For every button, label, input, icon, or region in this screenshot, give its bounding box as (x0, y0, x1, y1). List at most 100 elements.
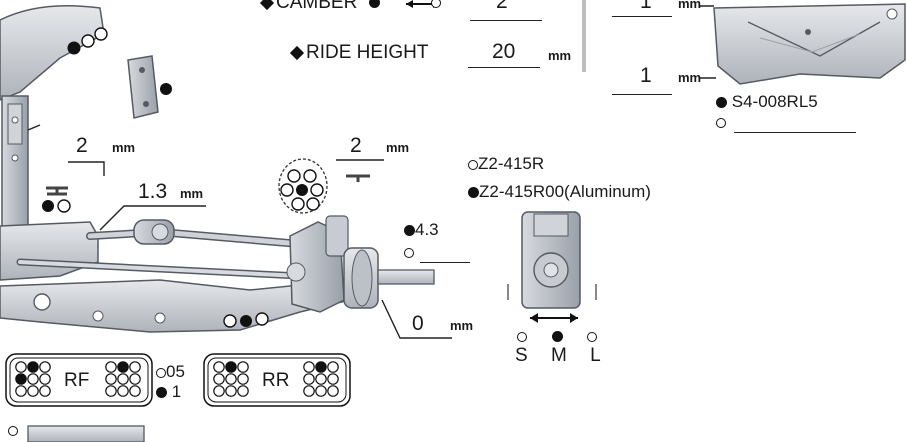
block-dot (160, 83, 172, 95)
block-hole (225, 385, 237, 397)
block-hole (213, 385, 225, 397)
arm-top-value: 1 (640, 0, 652, 13)
upper-mid-value: 2 (350, 134, 362, 157)
knuckle-open-row: Z2-415R (468, 154, 544, 174)
block-filled-value: 1 (171, 382, 182, 401)
open-dot-icon (156, 367, 166, 378)
ride-height-unit: mm (548, 48, 572, 63)
arm-top-unit: mm (678, 0, 702, 11)
open-dot-icon (404, 247, 414, 258)
block-hole (327, 373, 339, 385)
chassis-block (0, 221, 99, 281)
camber-row: CAMBER (259, 0, 441, 14)
arm-top-blank (612, 16, 672, 17)
block-hole (15, 373, 27, 385)
link-hole (57, 199, 71, 213)
block-hole (315, 385, 327, 397)
shock-tower (0, 4, 105, 101)
upper-mid-unit: mm (386, 140, 410, 155)
arm-part-filled: S4-008RL5 (716, 92, 818, 112)
spacer-open-row (404, 242, 414, 262)
open-dot-icon (468, 159, 478, 170)
spacer-blank (420, 262, 470, 263)
block-open-row: 05 (156, 362, 185, 382)
bottom-gap-unit: mm (450, 318, 474, 333)
section-divider (582, 0, 586, 72)
filled-dot-icon (368, 0, 380, 9)
tower-hole (94, 27, 108, 41)
block-hole (129, 385, 141, 397)
rod-value: 1.3 (138, 180, 168, 203)
mount-block (127, 55, 159, 119)
block-rf-label: RF (64, 370, 90, 391)
block-hole (237, 373, 249, 385)
block-hole (327, 385, 339, 397)
block-filled-row: 1 (156, 382, 181, 402)
block-hole (327, 361, 339, 373)
block-hole (117, 385, 129, 397)
rod-unit: mm (180, 186, 204, 201)
ride-height-label: RIDE HEIGHT (306, 42, 429, 63)
block-rr-label: RR (262, 370, 290, 391)
filled-dot-icon (156, 387, 167, 399)
rear-arm (713, 3, 906, 85)
block-hole (15, 385, 27, 397)
block-hole (129, 373, 141, 385)
arm-part-number: S4-008RL5 (731, 92, 818, 111)
arm-hole (240, 315, 252, 327)
arm-hole (223, 314, 237, 328)
block-hole (303, 373, 315, 385)
open-dot-icon (517, 331, 527, 342)
block-hole (27, 361, 39, 373)
ride-height-value: 20 (492, 40, 516, 63)
block-hole (237, 361, 249, 373)
arm-bottom-blank (612, 94, 672, 95)
position-selector (516, 326, 598, 346)
tower-hole (81, 34, 95, 48)
block-hole (117, 373, 129, 385)
ride-height-row: RIDE HEIGHT (289, 42, 429, 64)
filled-dot-icon (404, 225, 415, 237)
camber-label: CAMBER (276, 0, 358, 13)
block-hole (303, 361, 315, 373)
diamond-icon (259, 0, 275, 11)
position-l: L (590, 345, 601, 366)
arm-part-open (716, 112, 726, 132)
diamond-icon (289, 45, 305, 61)
block-hole (39, 361, 51, 373)
upper-left-unit: mm (112, 140, 136, 155)
spacer-value: 4.3 (415, 220, 439, 239)
arm-part-blank (734, 132, 856, 133)
block-hole (315, 373, 327, 385)
filled-dot-icon (716, 97, 727, 109)
block-hole (27, 385, 39, 397)
block-hole (225, 373, 237, 385)
tower-hole (67, 41, 81, 55)
block-hole (39, 385, 51, 397)
block-hole (15, 361, 27, 373)
open-dot-icon (716, 117, 726, 128)
knuckle-filled-part: Z2-415R00(Aluminum) (479, 182, 651, 201)
filled-dot-icon (551, 331, 563, 343)
camber-value: 2 (496, 0, 508, 13)
block-hole (237, 385, 249, 397)
block-hole (213, 361, 225, 373)
position-m: M (550, 345, 567, 366)
block-hole (105, 385, 117, 397)
filled-dot-icon (468, 187, 479, 199)
bottom-plate (27, 425, 145, 442)
arm-bottom-unit: mm (678, 70, 702, 85)
camber-hole-group (278, 158, 328, 214)
block-hole (27, 373, 39, 385)
axle (377, 269, 435, 285)
ride-height-blank (468, 67, 540, 68)
camber-blank (470, 20, 542, 21)
open-dot-icon (430, 0, 441, 8)
block-hole (213, 373, 225, 385)
open-dot-icon (587, 331, 598, 342)
block-hole (39, 373, 51, 385)
knuckle-open-part: Z2-415R (478, 154, 545, 173)
bottom-gap-value: 0 (412, 312, 424, 335)
